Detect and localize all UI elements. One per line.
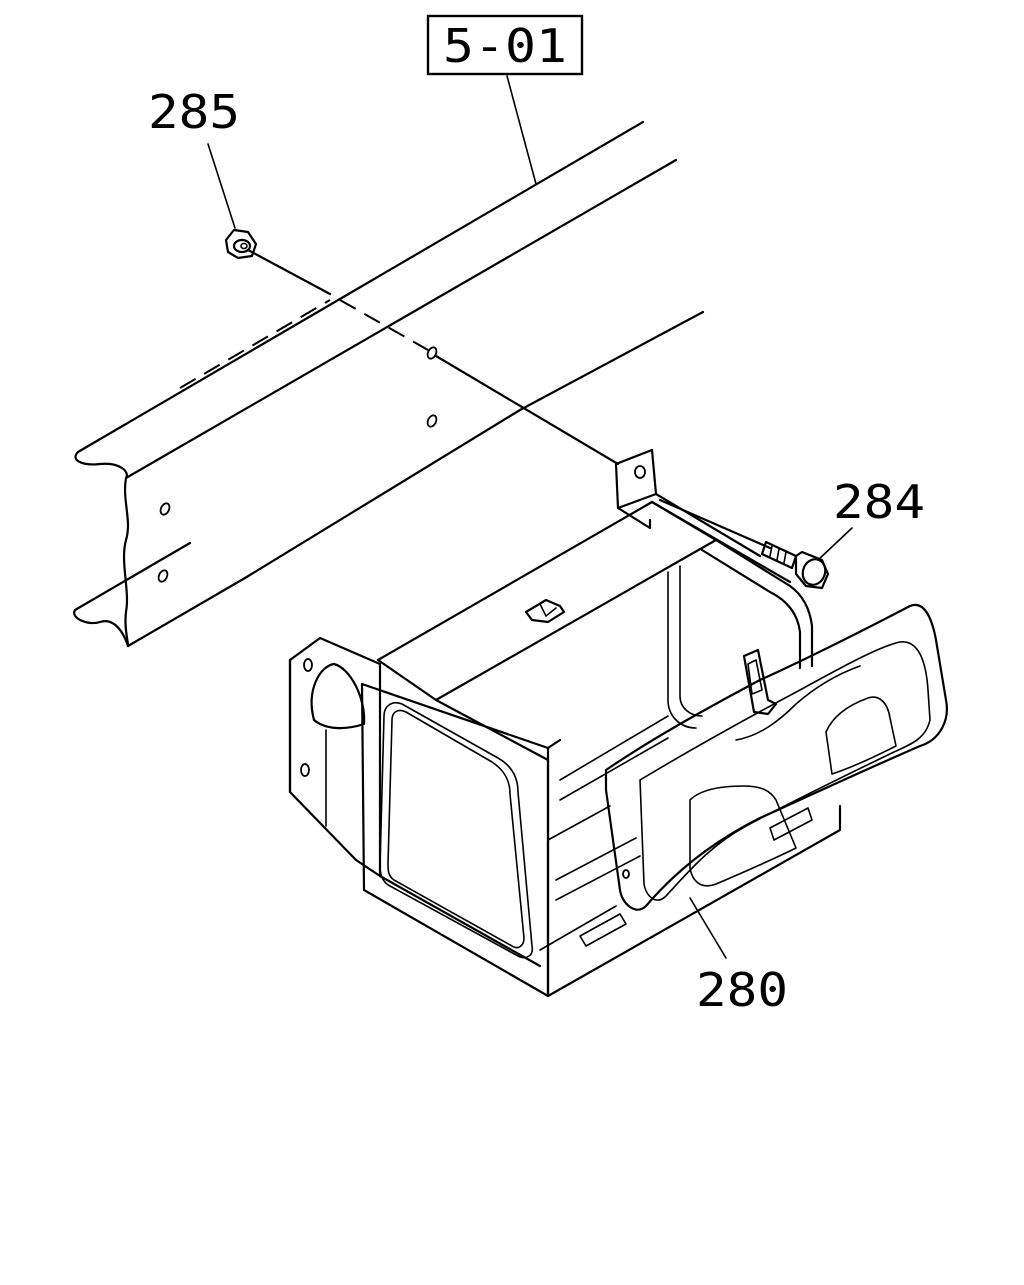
reference-box-label: 5-01 [443,19,567,73]
reference-leader-line [506,75,537,185]
callout-280-label: 280 [696,963,788,1017]
reference-box[interactable]: 5-01 [426,14,584,76]
fastener-axis-hidden [339,299,429,351]
callout-285-label: 285 [148,85,240,139]
frame-rail [73,120,705,648]
callout-280-leader [689,897,727,959]
callout-284-leader [817,527,853,561]
battery-carrier-bracket[interactable] [288,448,948,998]
flange-bolt[interactable] [760,540,830,590]
callout-284-label: 284 [833,475,925,529]
fastener-axis-line [246,248,332,296]
callout-285-leader [207,143,236,229]
flange-nut[interactable] [224,228,258,260]
fastener-axis-line-2 [434,354,620,466]
